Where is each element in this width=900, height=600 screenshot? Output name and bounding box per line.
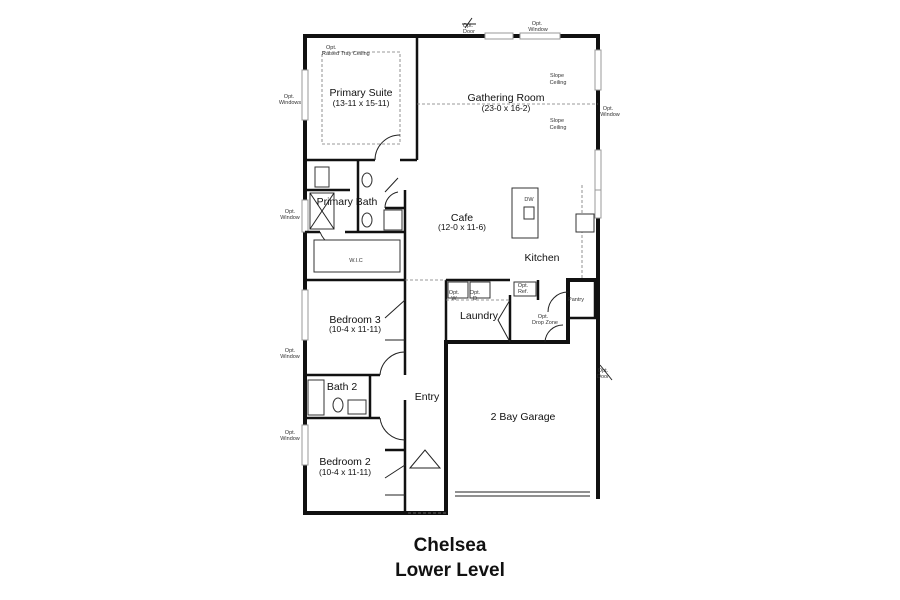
door-bedroom3 [384,299,406,341]
windows-note-2: Windows [279,100,302,106]
bath2-toilet [332,397,344,413]
door-garage-side [599,364,613,381]
dryer [469,281,491,299]
primary-sink-2 [361,212,373,228]
window-bedroom3 [301,289,309,341]
primary-suite-label: Primary Suite [329,87,392,99]
door-top-note-2: Door [463,29,475,35]
plan-name: Chelsea [413,535,487,556]
bedroom2-dims: (10-4 x 11-11) [319,467,371,477]
bath2-sink [347,399,367,415]
window-gathering-right-2 [594,149,602,191]
ref-note-2: Ref. [518,289,529,295]
primary-toilet [314,166,330,188]
window-right-note-2: Window [600,112,620,118]
door-primary-bath [384,177,399,209]
door-bedroom2-hall [379,417,406,441]
window-primary-suite [301,69,309,121]
window-bedroom2 [301,424,309,466]
door-primary-suite [374,134,401,161]
window-gathering-top-2 [519,32,561,40]
door-pantry [547,291,569,313]
fixtures [307,166,595,497]
door-front-entry [408,449,442,469]
plan-level: Lower Level [395,560,505,581]
window-primary-bath [301,199,309,233]
primary-bath-label: Primary Bath [317,196,378,208]
slope-note-2a: Slope [550,118,564,124]
window-top-note-2: Window [528,27,548,33]
wic-label: W.I.C [349,258,362,264]
window-bath-note-2: Window [280,215,300,221]
interior-walls [305,36,597,513]
kitchen-label: Kitchen [524,252,559,264]
window-bed2-note-1: Opt. [285,430,296,436]
dryer-note-2: D [473,296,477,302]
tray-note-1: Opt. [326,45,337,51]
drop-zone-note-2: Drop Zone [532,320,558,326]
garage-label: 2 Bay Garage [491,411,556,423]
window-symbols [301,32,602,466]
plan-notes: Opt. Raised Tray Ceiling Opt. Windows Op… [279,21,620,442]
washer-note-2: W [451,296,457,302]
refrigerator-space [513,281,537,297]
window-kitchen-right [594,189,602,219]
entry-label: Entry [415,391,440,403]
primary-vanity [383,209,403,231]
cafe-dims: (12-0 x 11-6) [438,222,486,232]
slope-note-1a: Slope [550,73,564,79]
washer [447,281,469,299]
dishwasher-note: DW [524,197,534,203]
bedroom2-label: Bedroom 2 [319,456,371,468]
window-gathering-right-1 [594,49,602,91]
tray-note-2: Raised Tray Ceiling [322,51,370,57]
window-right-note-1: Opt. [603,106,614,112]
bedroom3-dims: (10-4 x 11-11) [329,324,381,334]
bedroom3-label: Bedroom 3 [329,314,381,326]
primary-sink-1 [361,172,373,188]
door-garage-entry [544,324,564,343]
ref-note-1: Opt. [518,283,529,289]
slope-note-2b: Ceiling [550,125,567,131]
window-bed2-note-2: Window [280,436,300,442]
window-bed3-note-1: Opt. [285,348,296,354]
bath2-label: Bath 2 [327,381,358,393]
door-bedroom2-closet [384,464,406,496]
primary-suite-dims: (13-11 x 15-11) [333,98,390,108]
bath2-tub [307,379,325,416]
pantry-label: Pantry [568,297,584,303]
dryer-note-1: Opt. [470,290,481,296]
door-gathering-top [462,17,476,29]
window-top-note-1: Opt. [532,21,543,27]
door-laundry [497,299,511,343]
wic-shelving [313,239,401,273]
laundry-label: Laundry [460,310,499,322]
door-garage-note-1: Opt. [598,368,609,374]
window-gathering-top-1 [484,32,514,40]
door-garage-note-2: Door [597,374,609,380]
slope-note-1b: Ceiling [550,80,567,86]
window-bed3-note-2: Window [280,354,300,360]
door-top-note-1: Opt. [463,23,474,29]
door-bath2 [379,351,406,376]
range [575,213,595,233]
cafe-label: Cafe [451,212,473,224]
window-bath-note-1: Opt. [285,209,296,215]
drop-zone-note-1: Opt. [538,314,549,320]
windows-note-1: Opt. [284,94,295,100]
washer-note-1: Opt. [449,290,460,296]
room-labels: Primary Suite (13-11 x 15-11) Gathering … [317,87,585,477]
gathering-room-label: Gathering Room [467,92,544,104]
kitchen-sink [523,206,535,220]
gathering-room-dims: (23-0 x 16-2) [482,103,531,113]
